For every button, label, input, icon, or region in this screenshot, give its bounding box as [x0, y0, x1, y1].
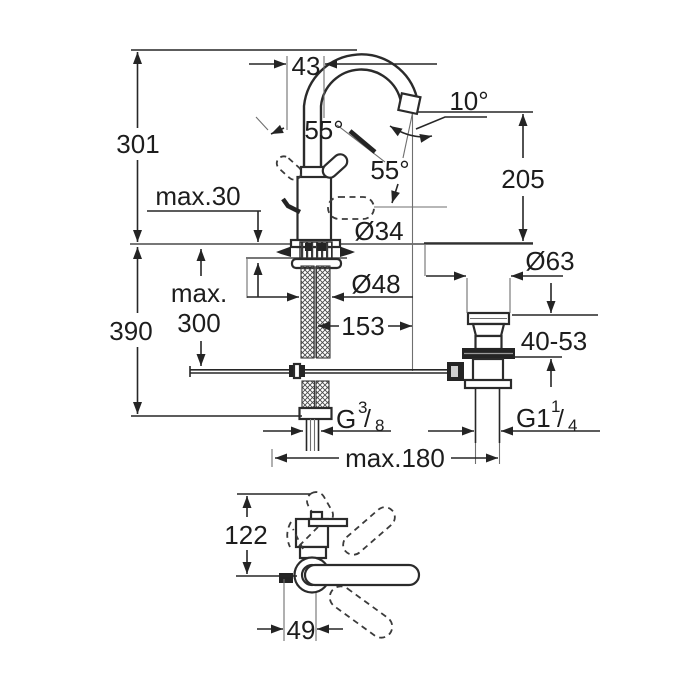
label-dia63: Ø63	[525, 246, 574, 276]
front-body-lower	[298, 545, 328, 560]
label-g114-sup: 1	[551, 397, 560, 416]
shank-hatch-block-right	[317, 243, 326, 251]
flex-hose-lower-left	[301, 380, 316, 409]
rod-fitting-b	[292, 362, 302, 380]
label-max30: max.30	[155, 181, 240, 211]
label-55-upper: 55°	[304, 115, 343, 145]
label-max-word: max.	[171, 278, 227, 308]
drain-assembly	[447, 311, 515, 464]
label-max180: max.180	[345, 443, 445, 473]
label-g38-base: G	[336, 404, 356, 434]
leader-10deg	[415, 116, 487, 130]
arc-10deg	[389, 125, 433, 143]
dimension-lines	[131, 49, 600, 641]
faucet-side-view	[189, 53, 447, 451]
label-55-lower: 55°	[370, 155, 409, 185]
faucet-front-view	[279, 491, 421, 639]
handle-angle-ref-line	[336, 124, 386, 163]
handle-angle-ref-line-left	[255, 116, 269, 131]
shank-hatch-block-left	[305, 243, 312, 251]
waste-neck	[471, 322, 506, 338]
waste-washer	[463, 378, 513, 390]
rod-fitting-c	[300, 365, 305, 377]
mounting-wing-right	[340, 246, 355, 257]
dimension-labels: 301 390 max.30 max. 300 43 55° 55° 10° 2…	[109, 51, 587, 645]
front-lever-bar	[307, 517, 349, 528]
front-dashed-arc-left	[286, 521, 292, 548]
label-301: 301	[116, 129, 159, 159]
waste-upper-cylinder	[474, 334, 503, 351]
label-g114-slash: /	[557, 405, 564, 433]
spout-outlet-aerator	[397, 91, 422, 116]
leader-55-upper-thick	[348, 129, 377, 154]
label-43: 43	[292, 51, 321, 81]
lever-handle-solid	[321, 153, 349, 179]
flex-hose-lower-right	[315, 380, 330, 409]
label-g38-sub: 8	[375, 416, 384, 435]
front-lever-solid	[303, 563, 421, 587]
front-dashed-diagonal-b	[292, 528, 304, 550]
label-g114: G1 1 / 4	[516, 397, 577, 435]
spout-outer-curve	[302, 53, 419, 168]
front-lever-dashed-down-right	[328, 585, 394, 639]
waste-body	[471, 357, 505, 384]
front-spout-stub	[279, 573, 293, 583]
front-lever-dashed-up-right	[342, 506, 396, 556]
label-dia34: Ø34	[354, 216, 403, 246]
label-153: 153	[341, 311, 384, 341]
label-g114-sub: 4	[568, 416, 577, 435]
arrow-55-upper	[270, 124, 285, 135]
label-g38-slash: /	[364, 405, 371, 433]
label-dia48: Ø48	[351, 269, 400, 299]
label-g38-sup: 3	[358, 398, 367, 417]
pop-up-rod	[189, 362, 447, 380]
label-390: 390	[109, 316, 152, 346]
label-10deg: 10°	[449, 86, 488, 116]
label-300: 300	[177, 308, 220, 338]
faucet-body	[296, 175, 333, 249]
label-122: 122	[224, 520, 267, 550]
label-g114-base: G1	[516, 403, 551, 433]
label-g38: G 3 / 8	[336, 398, 384, 435]
lever-handle-dashed-horizontal	[327, 196, 375, 220]
rod-port-inner	[451, 366, 458, 377]
lever-handle-dashed-up-left	[275, 155, 303, 181]
lever-handle-side-profile	[281, 197, 302, 215]
mounting-wing-left	[276, 246, 291, 257]
label-205: 205	[501, 164, 544, 194]
flex-hose-right	[315, 265, 331, 359]
arrow-55-lower	[391, 183, 400, 204]
label-49: 49	[287, 615, 316, 645]
front-dashed-diagonal-a	[298, 526, 319, 547]
flex-hose-left	[300, 265, 315, 359]
supply-nut	[298, 406, 333, 421]
label-4053: 40-53	[521, 326, 588, 356]
rod-fitting-a	[289, 365, 294, 377]
